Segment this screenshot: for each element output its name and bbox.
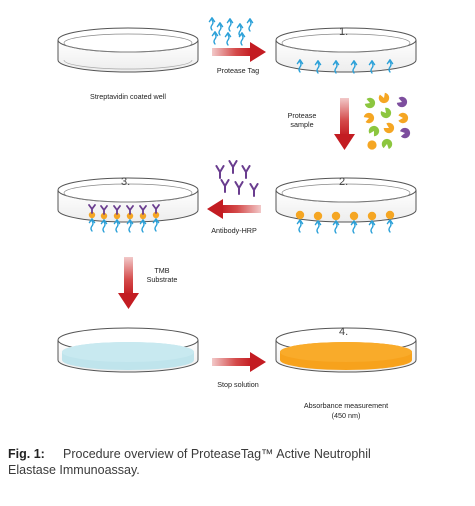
protease-tags-group [208,17,254,46]
label-protease-sample-1: Protease [288,111,317,120]
label-coated-well: Streptavidin coated well [90,92,166,101]
step-2-number: 2. [339,176,348,188]
antibody-hrp-group [215,160,259,197]
arrow-protease-sample [334,98,355,150]
well-step-1 [275,27,417,74]
well-substrate [57,327,199,373]
label-absorbance-2: (450 nm) [332,411,361,420]
figure-caption: Fig. 1: Procedure overview of ProteaseTag… [8,446,470,478]
well-coated [57,27,199,73]
label-protease-tag: Protease Tag [217,66,259,75]
label-protease-sample-2: sample [290,120,313,129]
arrow-tmb-substrate [118,257,139,309]
arrow-antibody-hrp [207,199,261,219]
well-step-2 [275,177,417,234]
well-step-3 [57,177,199,232]
figure-caption-line-2: Elastase Immunoassay. [8,463,140,477]
figure-caption-line-1: Procedure overview of ProteaseTag™ Activ… [63,447,371,461]
label-stop-solution: Stop solution [217,380,259,389]
step-4-number: 4. [339,326,348,338]
figure-caption-label: Fig. 1: [8,447,45,461]
well-step-4 [275,327,417,373]
label-antibody-hrp: Antibody-HRP [211,226,257,235]
step-1-number: 1. [339,26,348,38]
step-3-number: 3. [121,176,130,188]
arrow-stop-solution [212,352,266,372]
label-absorbance-1: Absorbance measurement [304,401,388,410]
label-tmb-1: TMB [154,266,169,275]
protease-sample-group [362,91,411,150]
label-tmb-2: Substrate [147,275,178,284]
arrow-protease-tag [212,42,266,62]
